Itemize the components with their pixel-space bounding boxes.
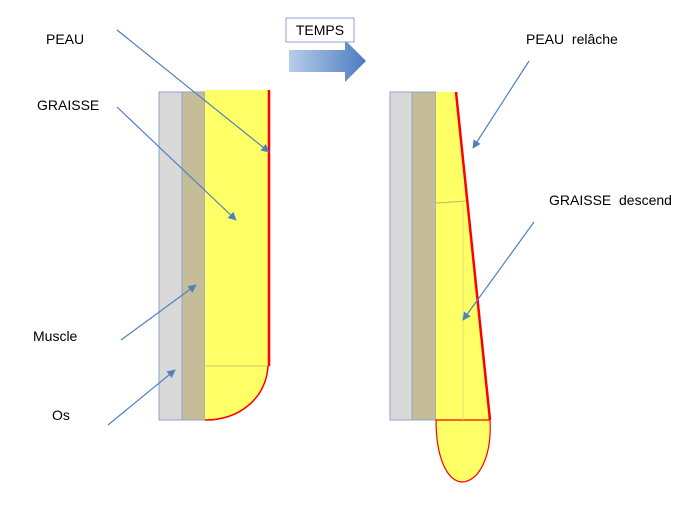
temps-label-box: [285, 17, 355, 43]
label-muscle: Muscle: [33, 328, 78, 344]
muscle-layer-before: [181, 91, 206, 421]
arrow-os: [107, 369, 176, 426]
bone-layer-after: [389, 91, 413, 421]
temps-arrow-shape: [289, 40, 366, 82]
arrow-peau-relache: [472, 60, 530, 149]
fat-divider-after: [435, 200, 468, 204]
tissue-before: [158, 90, 271, 421]
fat-lobe-before: [205, 366, 268, 420]
temps-label: TEMPS: [296, 22, 344, 38]
label-os: Os: [52, 407, 70, 423]
fat-lobe-after: [435, 419, 491, 483]
label-graisse-descend: GRAISSE descend: [549, 192, 672, 208]
tissue-after: [389, 91, 492, 483]
fat-layer-before: [205, 90, 269, 366]
arrow-graisse: [116, 106, 237, 221]
bone-layer-before: [158, 91, 183, 421]
arrow-graisse-descend: [462, 221, 535, 321]
temps-arrow: TEMPS: [285, 17, 366, 82]
pointer-arrows: [107, 29, 535, 426]
label-peau-relache: PEAU relâche: [526, 31, 618, 47]
arrow-muscle: [120, 284, 197, 341]
fat-lobe-edge-before: [204, 365, 269, 421]
skin-layer-after: [454, 91, 492, 421]
muscle-layer-after: [411, 91, 437, 421]
arrow-peau: [116, 29, 270, 153]
label-graisse: GRAISSE: [37, 97, 99, 113]
label-peau: PEAU: [46, 31, 84, 47]
